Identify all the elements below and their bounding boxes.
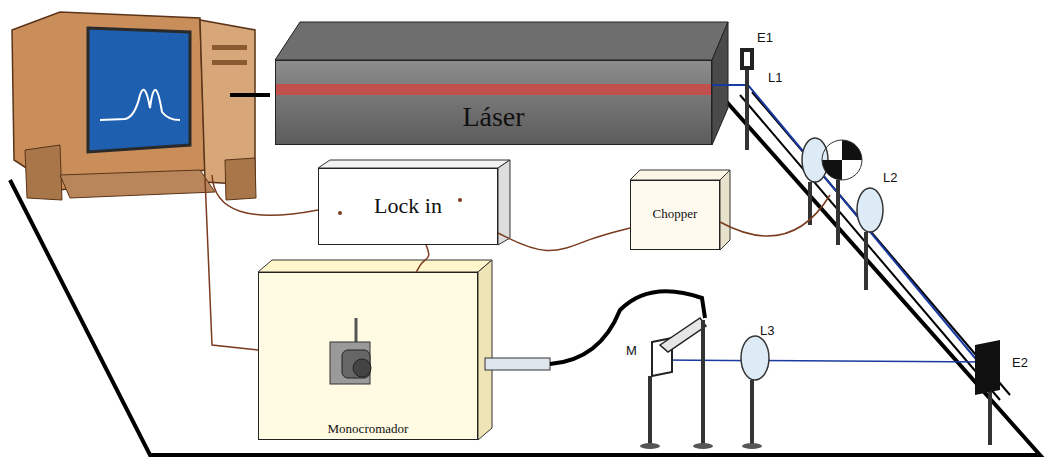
laser-beam <box>660 360 990 362</box>
laser-stripe <box>276 84 711 95</box>
box-top <box>258 260 492 272</box>
box-side <box>720 170 730 250</box>
signal-cable <box>416 245 428 272</box>
mirror <box>975 340 1000 395</box>
part-label: L1 <box>768 70 782 85</box>
optical-rail <box>740 95 1000 400</box>
box-side <box>478 260 492 440</box>
part-label: M <box>626 343 637 358</box>
box-top <box>318 160 510 168</box>
cable <box>205 178 258 350</box>
laser-beam <box>712 85 985 370</box>
lens <box>741 336 769 380</box>
cable <box>212 175 318 215</box>
cable <box>230 93 270 97</box>
part-label: E1 <box>757 30 773 45</box>
lens <box>857 188 883 232</box>
box-label: Lock in <box>374 193 442 219</box>
mirror <box>740 48 754 70</box>
part-label: E2 <box>1012 355 1028 370</box>
optical-fiber <box>550 291 705 364</box>
monochromator-box: Monocromador <box>258 272 478 440</box>
part-label: L2 <box>883 170 897 185</box>
part-label: L3 <box>760 323 774 338</box>
cable <box>720 195 830 236</box>
laser-box: Láser <box>275 60 712 145</box>
lock-in-box: Lock in <box>318 168 498 245</box>
box-side <box>498 160 510 245</box>
box-label: Láser <box>462 101 524 133</box>
laser-side <box>712 22 728 145</box>
computer <box>12 12 256 200</box>
box-label: Chopper <box>653 206 698 222</box>
signal-cable <box>498 228 630 251</box>
box-label: Monocromador <box>328 421 409 437</box>
laser-top <box>275 22 728 60</box>
fiber-mount <box>640 318 713 449</box>
detector <box>330 318 371 384</box>
chopper-box: Chopper <box>630 180 720 250</box>
box-top <box>630 170 730 180</box>
input-port <box>485 358 550 370</box>
